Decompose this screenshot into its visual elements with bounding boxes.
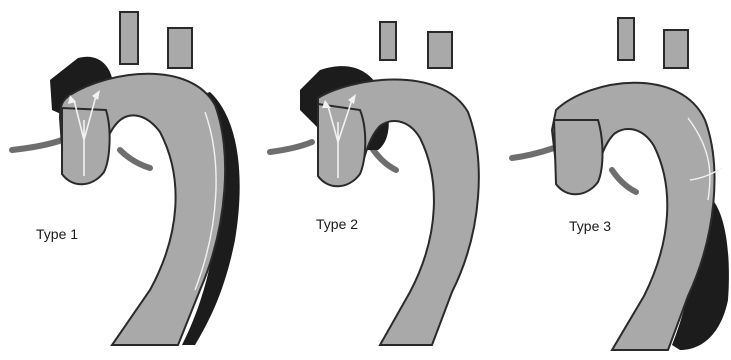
aortic-root [554,120,603,194]
branch-vessel-right [168,28,192,68]
right-side-vessel [612,170,636,192]
type-3-label: Type 3 [569,218,611,234]
panel-type-1 [12,12,240,345]
panel-type-3 [512,18,729,350]
right-side-vessel [372,148,396,170]
branch-vessel-right [664,30,688,68]
type-2-label: Type 2 [316,216,358,232]
type-1-label: Type 1 [36,226,78,242]
aortic-root [62,108,110,184]
left-side-vessel [270,142,312,152]
left-side-vessel [12,140,62,150]
left-side-vessel [512,148,554,158]
branch-vessel-left [618,18,634,60]
panel-type-2 [270,22,479,345]
branch-vessel-left [380,22,396,60]
branch-vessel-right [428,32,452,68]
right-side-vessel [120,150,150,168]
branch-vessel-left [120,12,138,64]
aortic-root [318,104,365,186]
